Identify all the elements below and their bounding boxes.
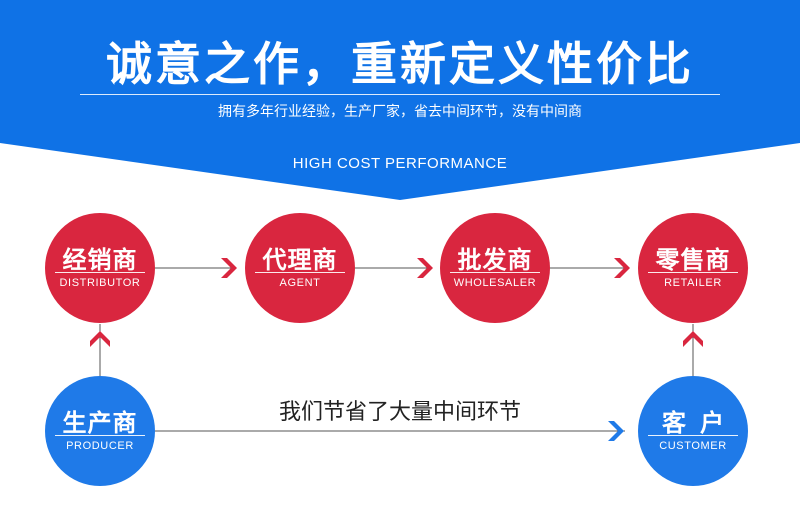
node-producer: 生产商 PRODUCER — [45, 376, 155, 486]
chevron-up-icon — [90, 331, 110, 347]
node-retailer-zh: 零售商 — [655, 246, 731, 274]
node-retailer: 零售商 RETAILER — [638, 213, 748, 323]
page-subtitle: 拥有多年行业经验，生产厂家，省去中间环节，没有中间商 — [218, 104, 582, 120]
chevron-right-icon — [614, 258, 630, 278]
node-producer-en: PRODUCER — [66, 440, 134, 452]
node-distributor: 经销商 DISTRIBUTOR — [45, 213, 155, 323]
page-title: 诚意之作，重新定义性价比 — [106, 37, 694, 91]
chevron-right-icon — [608, 421, 624, 441]
node-wholesaler-zh: 批发商 — [457, 246, 533, 274]
node-divider — [648, 272, 738, 273]
node-divider — [450, 272, 540, 273]
chevron-right-icon — [417, 258, 433, 278]
header-banner — [0, 0, 800, 200]
node-customer-zh: 客户 — [662, 409, 738, 437]
node-wholesaler-en: WHOLESALER — [453, 277, 537, 289]
node-divider — [55, 435, 145, 436]
node-retailer-en: RETAILER — [664, 277, 722, 289]
savings-caption: 我们节省了大量中间环节 — [278, 400, 521, 425]
node-divider — [55, 272, 145, 273]
node-customer: 客户 CUSTOMER — [638, 376, 748, 486]
node-divider — [255, 272, 345, 273]
node-agent-en: AGENT — [279, 277, 321, 289]
title-divider — [80, 94, 720, 95]
node-agent-zh: 代理商 — [262, 246, 338, 274]
node-divider — [648, 435, 738, 436]
chevron-right-icon — [221, 258, 237, 278]
node-distributor-en: DISTRIBUTOR — [59, 277, 141, 289]
node-customer-en: CUSTOMER — [659, 440, 727, 452]
node-agent: 代理商 AGENT — [245, 213, 355, 323]
english-tagline: HIGH COST PERFORMANCE — [292, 155, 508, 172]
node-distributor-zh: 经销商 — [62, 246, 138, 274]
node-wholesaler: 批发商 WHOLESALER — [440, 213, 550, 323]
node-producer-zh: 生产商 — [62, 409, 138, 437]
chevron-up-icon — [683, 331, 703, 347]
